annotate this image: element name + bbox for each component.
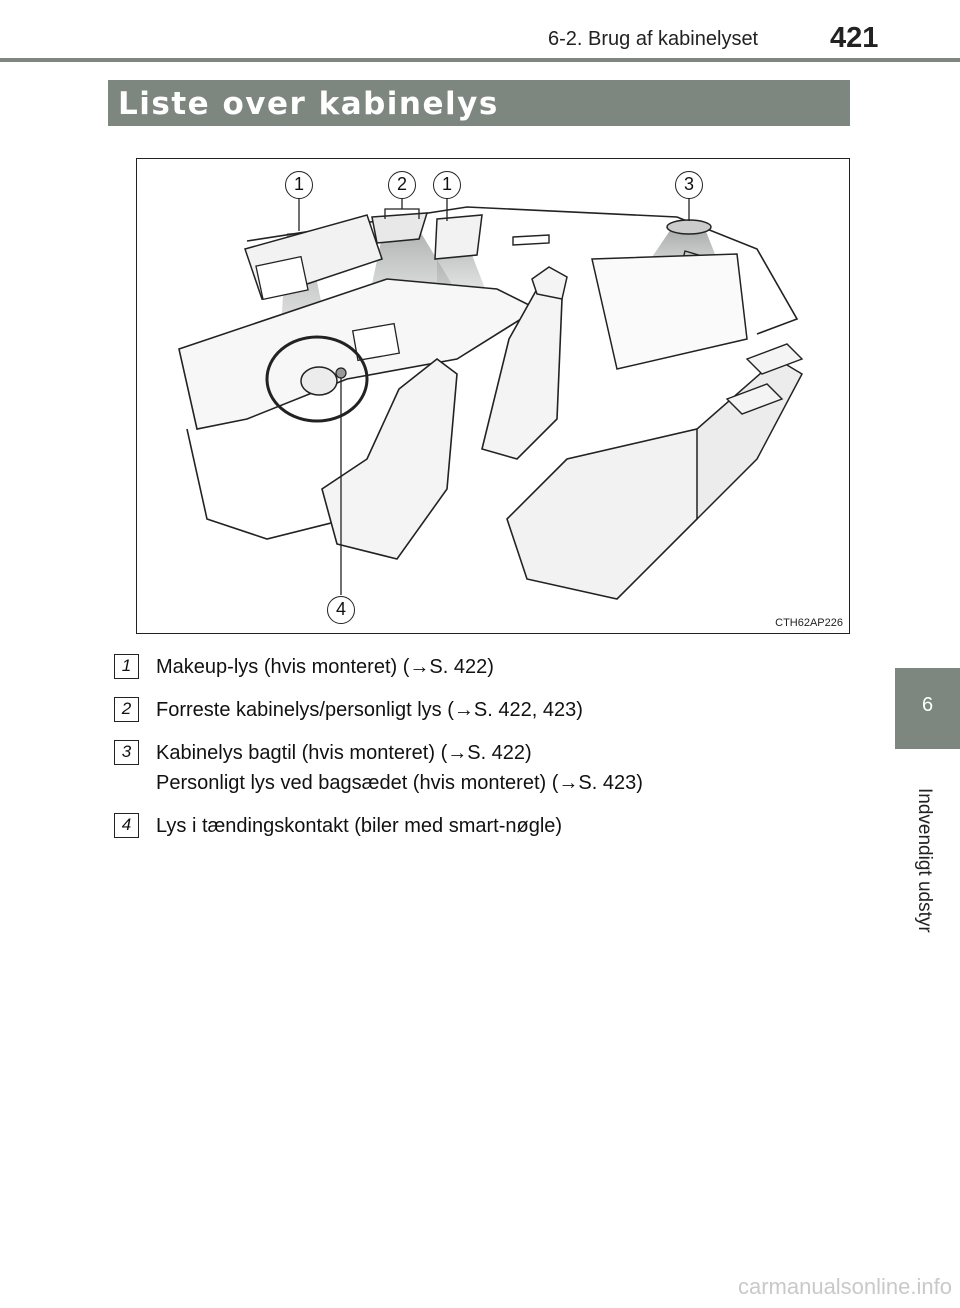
steering-hub: [300, 366, 338, 396]
chapter-tab: 6: [895, 668, 960, 749]
door-sill-outline: [186, 428, 388, 540]
chapter-label: Indvendigt udstyr: [914, 788, 935, 933]
legend-text: Lys i tændingskontakt (biler med smart-n…: [156, 815, 563, 837]
roof-outline: [246, 206, 799, 335]
chapter-number: 6: [921, 694, 934, 716]
legend-list: 1 Makeup-lys (hvis monteret) (→S. 422) 2…: [114, 652, 854, 854]
driver-seat: [321, 357, 458, 560]
watermark: carmanualsonline.info: [737, 1274, 952, 1299]
section-title: Liste over kabinelys: [118, 86, 499, 122]
cabin-lights-figure: 1 2 1 3 4 CTH62AP226: [136, 158, 850, 634]
header-section: 6-2. Brug af kabinelyset: [548, 28, 759, 50]
callout-1-right: 1: [433, 171, 461, 199]
legend-item-2: 2 Forreste kabinelys/personligt lys (→S.…: [114, 695, 854, 725]
leader-bracket-2: [384, 208, 420, 219]
callout-4: 4: [327, 596, 355, 624]
rear-seat-back: [696, 358, 803, 521]
legend-marker-3: 3: [114, 740, 139, 765]
legend-marker-4: 4: [114, 813, 139, 838]
legend-marker-2: 2: [114, 697, 139, 722]
ignition-switch: [335, 367, 347, 379]
legend-item-4: 4 Lys i tændingskontakt (biler med smart…: [114, 811, 854, 841]
legend-text: Forreste kabinelys/personligt lys (→S. 4…: [156, 699, 583, 721]
front-overhead-console: [371, 212, 429, 244]
figure-code: CTH62AP226: [775, 617, 843, 629]
legend-text: Kabinelys bagtil (hvis monteret) (→S. 42…: [156, 742, 532, 764]
callout-3: 3: [675, 171, 703, 199]
steering-wheel: [265, 335, 369, 423]
grab-handle-front: [512, 234, 550, 246]
callout-1-left: 1: [285, 171, 313, 199]
vanity-mirror: [255, 255, 309, 301]
page-number: 421: [830, 22, 879, 54]
legend-text: Makeup-lys (hvis monteret) (→S. 422): [156, 656, 494, 678]
header-rule: [0, 58, 960, 62]
passenger-headrest: [531, 266, 568, 300]
legend-item-1: 1 Makeup-lys (hvis monteret) (→S. 422): [114, 652, 854, 682]
rear-dome-light: [666, 219, 712, 235]
legend-marker-1: 1: [114, 654, 139, 679]
legend-item-3: 3 Kabinelys bagtil (hvis monteret) (→S. …: [114, 738, 854, 798]
rear-door: [591, 253, 748, 370]
car-interior-illustration: [178, 197, 804, 600]
center-display: [351, 322, 401, 362]
rear-headrests: [725, 343, 804, 415]
right-sun-visor: [434, 214, 483, 260]
legend-text: Personligt lys ved bagsædet (hvis monter…: [156, 772, 643, 794]
section-title-bar: Liste over kabinelys: [108, 80, 850, 126]
callout-2: 2: [388, 171, 416, 199]
